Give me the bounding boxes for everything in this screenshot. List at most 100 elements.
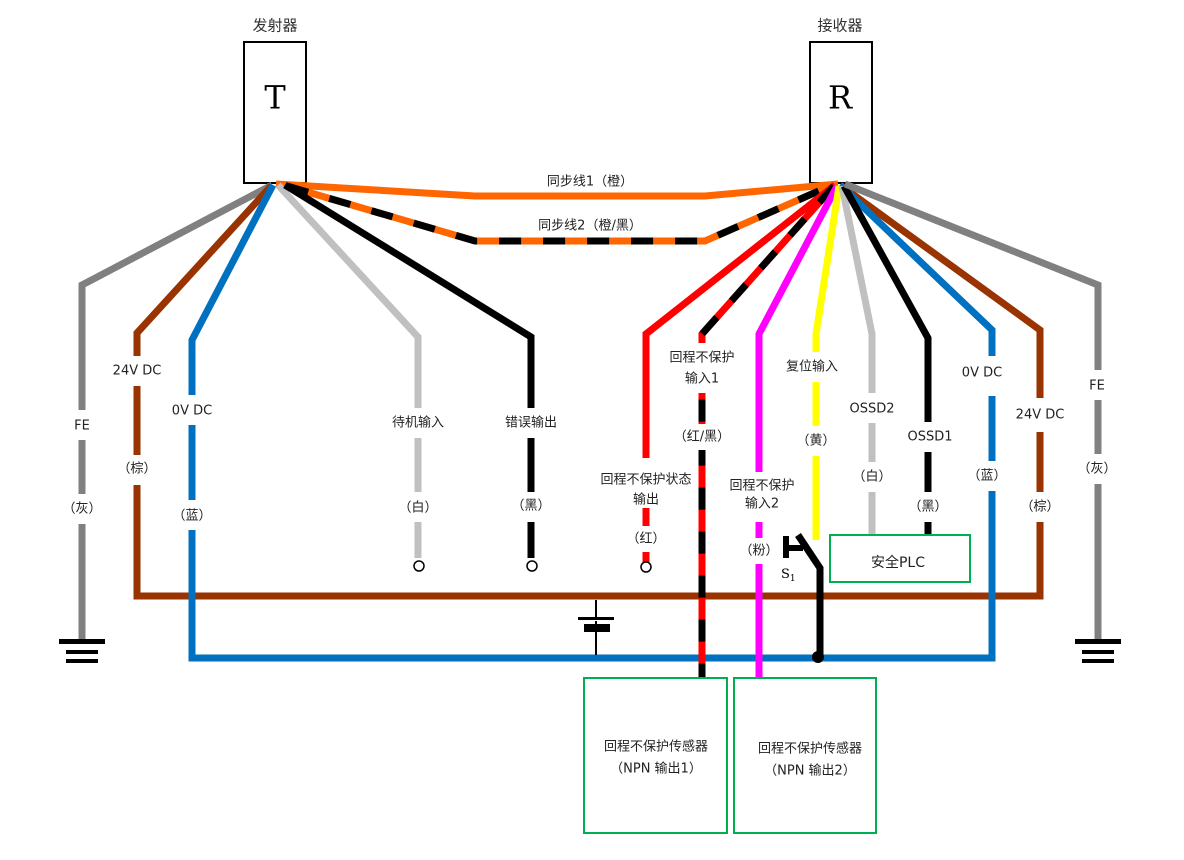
ground-icon-bar [1082,659,1114,663]
muting-input-1-label-2: 输入1 [685,371,719,387]
terminal-icon [526,560,538,572]
muting-status-color: （红） [626,531,665,547]
muting-input-2-label-2: 输入2 [745,496,779,512]
sync-line-2-label: 同步线2（橙/黑） [538,219,642,234]
label-bg [68,410,96,440]
label-bg [660,343,744,393]
ossd2-color: （白） [852,469,891,485]
error-output-wire [283,182,535,558]
reset-input-color: （黄） [796,434,835,449]
switch-label: S1 [781,567,796,584]
label-bg [735,538,783,564]
receiver-24v-label: 24V DC [1016,408,1065,423]
muting-sensor-2-label-1: 回程不保护传感器 [758,741,862,757]
label-bg [668,424,736,450]
switch-label-main: S [781,567,790,582]
ossd2-label: OSSD2 [849,402,894,417]
label-bg [622,526,670,552]
label-bg [848,462,896,492]
label-bg [1008,398,1072,432]
terminal-icon [413,560,425,572]
receiver-title: 接收器 [817,17,862,35]
reset-switch-s1 [795,533,824,657]
receiver-0v-color: （蓝） [967,469,1006,484]
label-bg [846,393,900,423]
receiver-fe-label: FE [1089,379,1105,394]
label-bg [904,492,952,522]
ground-icon-bar [66,659,98,663]
emitter-0v-color: （蓝） [172,509,211,524]
ground-icon [59,639,105,644]
label-bg [493,408,569,438]
ossd1-label: OSSD1 [907,430,952,445]
power-supply-icon [578,617,614,620]
safety-plc-box [829,534,971,583]
emitter-0v-label: 0V DC [172,404,212,419]
ground-icon-bar [1082,650,1114,654]
muting-input-2-label-1: 回程不保护 [729,479,794,494]
label-bg [590,458,702,508]
muting-sensor-1-label-1: 回程不保护传感器 [604,739,708,755]
emitter-box [243,41,307,184]
standby-input-color: （白） [398,500,437,516]
label-bg [113,455,161,485]
receiver-fe-wire [843,180,1102,640]
label-bg [60,494,104,524]
label-bg [960,356,1024,396]
muting-input-1-wire-base [698,183,837,678]
sync-line-1-label: 同步线1（橙） [547,175,633,190]
label-bg [1084,370,1112,400]
receiver-fe-color: （灰） [1077,462,1116,477]
label-bg [160,395,224,425]
terminal-icon [640,561,652,573]
label-bg [902,422,956,452]
emitter-24v-label: 24V DC [113,364,162,379]
0v-wire [188,182,996,662]
emitter-24v-color: （棕） [117,462,156,477]
reset-input-label: 复位输入 [786,359,838,375]
muting-sensor-1-label-2: （NPN 输出1） [610,761,702,777]
sync-wire-1 [275,180,839,200]
sync-wire-2-stripe [286,182,832,245]
label-bg [792,426,840,456]
label-bg [507,492,555,522]
error-output-label: 错误输出 [505,415,557,431]
label-bg [776,352,856,382]
muting-input-1-color: （红/黑） [674,429,730,445]
label-bg [380,408,456,438]
receiver-24v-color: （棕） [1020,500,1059,515]
power-supply-plate [584,624,610,632]
safety-plc-label: 安全PLC [871,554,925,571]
muting-status-label-2: 输出 [633,492,659,508]
receiver-letter: R [828,79,853,117]
emitter-letter: T [264,79,286,117]
receiver-0v-label: 0V DC [962,366,1002,381]
ossd1-wire [840,184,932,536]
label-bg [1074,454,1122,484]
muting-status-label-1: 回程不保护状态 [600,473,691,488]
muting-sensor-2-box [733,677,877,834]
ground-icon [1075,639,1121,644]
muting-input-1-label-1: 回程不保护 [669,351,734,366]
label-bg [1016,492,1064,522]
label-bg [968,461,1016,491]
label-bg [168,500,216,530]
muting-input-2-color: （粉） [739,544,778,559]
muting-sensor-1-box [583,677,728,834]
ossd1-color: （黑） [908,500,947,515]
standby-input-label: 待机输入 [392,415,444,431]
emitter-fe-color: （灰） [62,502,101,517]
reset-input-wire [812,185,843,540]
muting-sensor-2-label-2: （NPN 输出2） [764,763,856,779]
emitter-fe-label: FE [74,419,90,434]
receiver-box [809,41,873,184]
24v-wire [133,182,1044,600]
standby-input-wire [275,182,422,558]
label-bg [394,492,442,522]
junction-dot [812,651,824,663]
label-bg [722,472,806,522]
label-bg [105,356,169,386]
error-output-color: （黑） [511,499,550,514]
switch-label-sub: 1 [790,574,796,584]
